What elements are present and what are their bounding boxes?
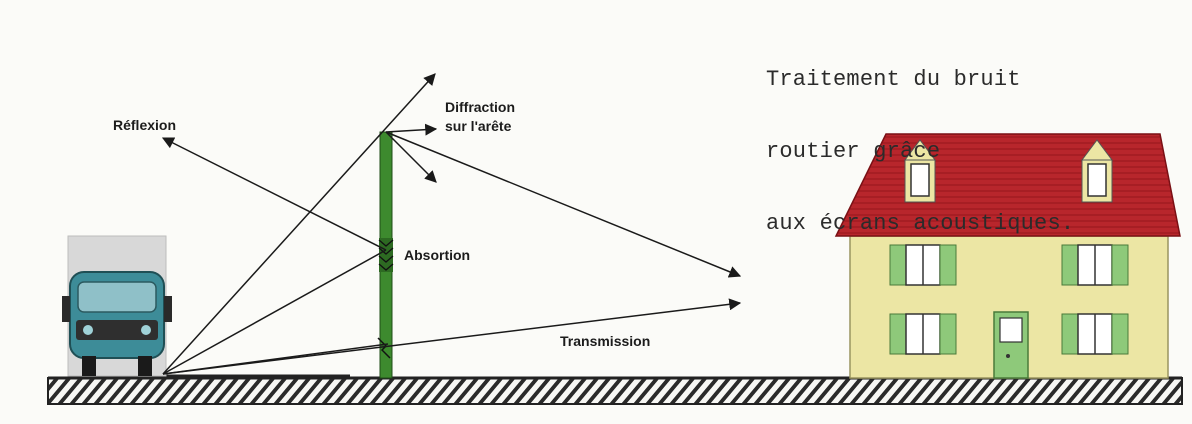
- ray-transmission: [163, 303, 740, 374]
- truck-wheel-left: [82, 356, 96, 376]
- title-line-1: Traitement du bruit: [766, 68, 1074, 92]
- ray-diffraction-down: [386, 132, 436, 182]
- title-line-3: aux écrans acoustiques.: [766, 212, 1074, 236]
- ray-to-top-arrow: [163, 74, 435, 374]
- house-door: [994, 312, 1028, 378]
- label-diffraction-line2: sur l'arête: [445, 117, 515, 136]
- label-diffraction-line1: Diffraction: [445, 98, 515, 117]
- label-transmission: Transmission: [560, 333, 650, 349]
- truck-mirror-left: [62, 296, 70, 322]
- label-diffraction: Diffraction sur l'arête: [445, 98, 515, 136]
- ground-hatched-strip: [48, 378, 1182, 404]
- truck-headlight-left: [83, 325, 93, 335]
- ray-through-barrier: [163, 344, 388, 374]
- truck-mirror-right: [164, 296, 172, 322]
- truck-headlight-right: [141, 325, 151, 335]
- label-absorption: Absortion: [404, 247, 470, 263]
- label-reflexion: Réflexion: [113, 117, 176, 133]
- noise-barrier: [378, 132, 393, 378]
- diagram-title: Traitement du bruit routier grâce aux éc…: [766, 20, 1074, 284]
- ray-diffraction-right: [386, 129, 436, 132]
- truck: [62, 236, 172, 376]
- ground: [48, 377, 1182, 404]
- truck-windshield: [78, 282, 156, 312]
- ray-reflexion: [163, 138, 386, 250]
- window-lower-right: [1062, 314, 1128, 354]
- absorption-texture: [379, 238, 393, 272]
- title-line-2: routier grâce: [766, 140, 1074, 164]
- window-lower-left: [890, 314, 956, 354]
- ray-to-absorption: [163, 250, 386, 374]
- truck-wheel-right: [138, 356, 152, 376]
